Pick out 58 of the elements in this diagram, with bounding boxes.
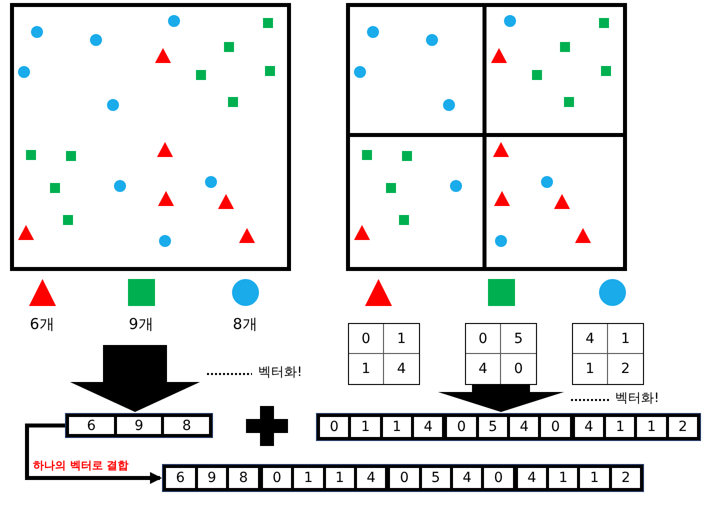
vector-cell: 0 [481,468,513,488]
vector-cell: 1 [546,468,578,488]
table-cell: 5 [501,324,536,354]
vector-cell: 1 [322,468,354,488]
table-cell-text: 0 [513,360,524,379]
image-panel [10,3,291,271]
vector-cell: 2 [666,417,697,437]
vector-cell: 4 [354,468,386,488]
vector-cell: 1 [634,417,666,437]
edge-label: 하나의 벡터로 결합 [33,458,129,473]
annotation-text: 벡터화! [258,364,302,381]
vector-box [316,413,701,441]
vector-cell-text: 6 [174,469,186,488]
elbow-arrow [25,424,162,484]
table-cell: 1 [573,354,608,384]
vector-cell-text: 6 [86,417,97,434]
annotation-text: 벡터화! [615,390,660,407]
vector-cell: 8 [226,468,258,488]
table-cell-text: 4 [396,360,407,379]
vector-cell-text: 4 [583,418,594,437]
block-arrow [70,345,200,412]
count-label: 9개 [128,315,154,334]
table-cell-text: 2 [620,360,631,379]
count-table [465,323,537,385]
vector-box [65,413,213,438]
count-label: 8개 [232,315,258,334]
table-cell: 1 [349,354,384,384]
vector-cell-text: 4 [526,469,538,488]
table-cell: 4 [573,324,608,354]
vector-cell: 4 [506,417,538,437]
vector-cell: 9 [194,468,226,488]
table-cell: 0 [466,324,501,354]
vector-cell-text: 0 [456,418,467,437]
vector-cell: 5 [418,468,450,488]
table-cell: 1 [384,324,419,354]
count-table [348,323,420,385]
count-label: 6개 [28,315,56,334]
vector-cell: 1 [291,468,323,488]
vector-cell: 8 [161,417,210,434]
vector-cell: 4 [410,417,442,437]
vector-cell: 1 [577,468,609,488]
vector-cell: 5 [476,417,507,437]
vector-cell-text: 0 [328,418,340,437]
vector-cell-text: 0 [272,469,282,488]
count-table [572,323,644,385]
vector-cell: 1 [348,417,380,437]
vector-cell: 4 [450,468,482,488]
vector-cell: 0 [538,417,570,437]
table-cell: 4 [466,354,501,384]
vector-cell: 9 [114,417,162,434]
vector-cell-text: 0 [398,469,410,488]
table-cell: 1 [608,324,643,354]
vector-cell: 1 [380,417,411,437]
table-cell: 0 [349,324,384,354]
vector-cell: 2 [608,468,640,488]
vector-cell: 1 [602,417,634,437]
vector-box [162,464,644,492]
block-arrow [438,385,564,412]
